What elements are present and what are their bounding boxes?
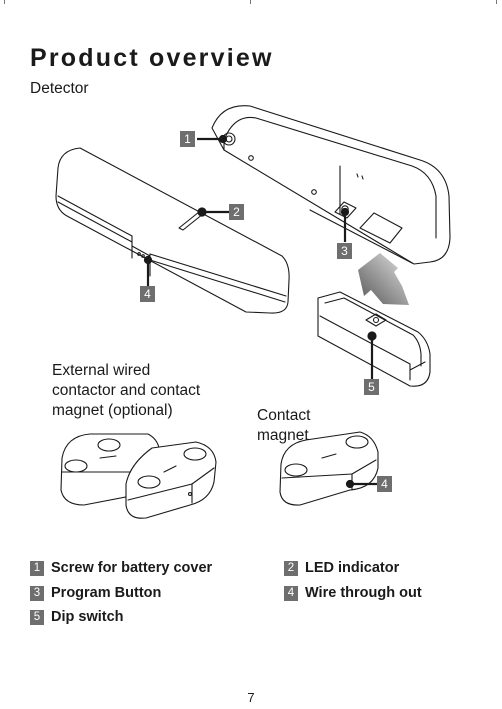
legend-number: 4 bbox=[284, 585, 298, 601]
caption-line: contactor and contact bbox=[52, 382, 201, 399]
callout-4-magnet: 4 bbox=[377, 476, 392, 492]
callout-4: 4 bbox=[140, 286, 155, 302]
rotation-arrow bbox=[358, 253, 409, 305]
legend-label: Dip switch bbox=[51, 609, 124, 625]
legend-label: Wire through out bbox=[305, 585, 422, 601]
callout-5: 5 bbox=[364, 379, 379, 395]
legend-item-led: 2 LED indicator bbox=[284, 560, 399, 576]
detector-body bbox=[55, 147, 290, 314]
caption-line: magnet bbox=[257, 427, 309, 444]
legend-number: 1 bbox=[30, 560, 44, 576]
crop-mark bbox=[4, 0, 5, 4]
legend-label: Screw for battery cover bbox=[51, 560, 213, 576]
legend-label: LED indicator bbox=[305, 560, 400, 576]
callout-leaders bbox=[143, 134, 377, 489]
callout-3: 3 bbox=[337, 243, 352, 259]
crop-mark bbox=[250, 0, 251, 4]
legend-item-wire: 4 Wire through out bbox=[284, 585, 422, 601]
legend-label: Program Button bbox=[51, 585, 162, 601]
caption-line: magnet (optional) bbox=[52, 402, 173, 419]
caption-contact-magnet: Contact magnet bbox=[257, 406, 310, 446]
caption-line: External wired bbox=[52, 362, 151, 379]
legend-number: 3 bbox=[30, 585, 44, 601]
legend-number: 5 bbox=[30, 609, 44, 625]
legend-item-program-button: 3 Program Button bbox=[30, 585, 161, 601]
detector-back-cover bbox=[211, 105, 451, 265]
contact-magnet bbox=[279, 431, 379, 506]
legend-item-screw: 1 Screw for battery cover bbox=[30, 560, 212, 576]
page-title: Product overview bbox=[30, 44, 274, 72]
external-contactor-right bbox=[125, 441, 217, 519]
page-number: 7 bbox=[247, 690, 255, 705]
legend-item-dip-switch: 5 Dip switch bbox=[30, 609, 124, 625]
crop-mark bbox=[496, 0, 497, 4]
caption-external-contactor: External wired contactor and contact mag… bbox=[52, 361, 200, 421]
caption-line: Contact bbox=[257, 407, 311, 424]
section-label-detector: Detector bbox=[30, 80, 89, 97]
callout-2: 2 bbox=[229, 204, 244, 220]
callout-1: 1 bbox=[180, 131, 195, 147]
legend-number: 2 bbox=[284, 560, 298, 576]
